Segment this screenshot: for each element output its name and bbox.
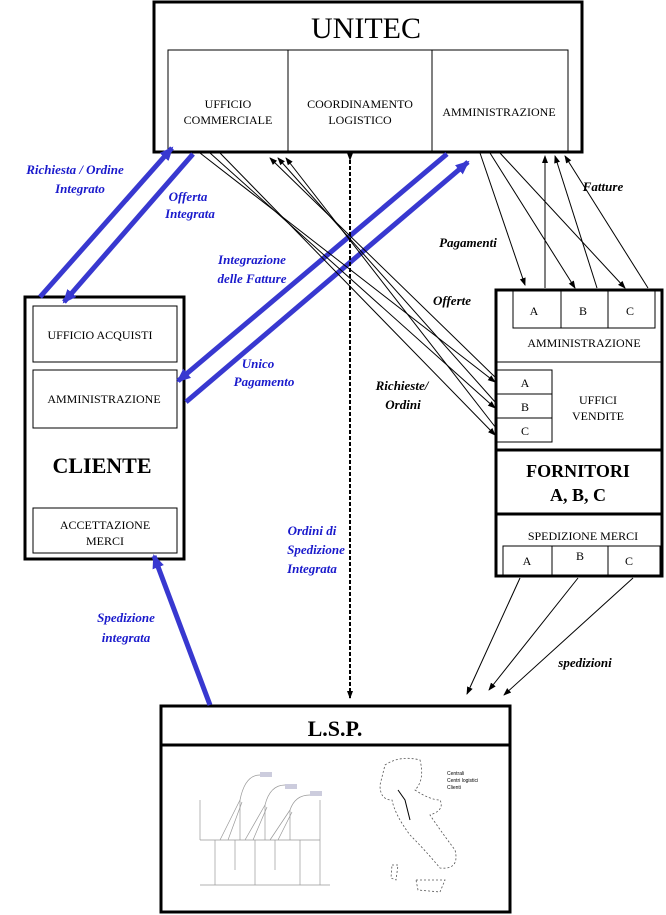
spedizione-integrata-arrow (151, 554, 213, 706)
unico-pagamento-arrow (184, 160, 470, 404)
spedizioni-label: spedizioni (557, 655, 612, 670)
unitec-box: UNITEC UFFICIO COMMERCIALE COORDINAMENTO… (152, 0, 584, 154)
unico-label: Unico (242, 356, 275, 371)
uffici-vendite-label-2: VENDITE (572, 409, 624, 423)
unitec-logistico-label-2: LOGISTICO (328, 113, 392, 127)
offerta-label-2: Integrata (164, 206, 215, 221)
richiesta-label: Richiesta / Ordine (25, 162, 124, 177)
map-legend-2: Clienti (447, 785, 461, 791)
richieste-label: Richieste/ (375, 378, 430, 393)
spedizione-merci-label: SPEDIZIONE MERCI (528, 529, 638, 543)
spedizione-label-2: integrata (102, 630, 151, 645)
cliente-amministrazione-label: AMMINISTRAZIONE (47, 392, 160, 406)
map-legend-1: Centri logistici (447, 778, 478, 784)
cliente-accettazione-label: ACCETTAZIONE (60, 518, 150, 532)
richieste-label-2: Ordini (385, 397, 421, 412)
cliente-box: UFFICIO ACQUISTI AMMINISTRAZIONE CLIENTE… (23, 295, 186, 561)
ordini-label-3: Integrata (286, 561, 337, 576)
unico-label-2: Pagamento (234, 374, 295, 389)
sales-cell-c: C (521, 424, 529, 438)
lsp-box: L.S.P. Centrali Centri logistici Clienti (159, 704, 512, 914)
fatture-label: Fatture (582, 179, 624, 194)
cliente-acquisti-label: UFFICIO ACQUISTI (47, 328, 152, 342)
richiesta-arrow (38, 146, 174, 299)
offerta-arrow (62, 152, 195, 304)
ship-cell-c: C (625, 554, 633, 568)
sales-cell-a: A (521, 376, 530, 390)
offerte-label: Offerte (433, 293, 471, 308)
thin-arrows (199, 152, 649, 696)
fornitori-admin-label: AMMINISTRAZIONE (527, 336, 640, 350)
lsp-title: L.S.P. (308, 716, 363, 741)
admin-cell-a: A (530, 304, 539, 318)
richiesta-label-2: Integrato (54, 181, 105, 196)
italy-map-sketch: Centrali Centri logistici Clienti (379, 757, 478, 893)
sales-cell-b: B (521, 400, 529, 414)
unitec-title: UNITEC (311, 12, 421, 45)
unitec-commerciale-label: UFFICIO (205, 97, 252, 111)
warehouse-sketch (199, 772, 330, 886)
integrazione-label: Integrazione (217, 252, 286, 267)
unitec-commerciale-label-2: COMMERCIALE (184, 113, 273, 127)
unitec-logistico-label: COORDINAMENTO (307, 97, 413, 111)
fornitori-box: A B C AMMINISTRAZIONE A B C UFFICI VENDI… (494, 288, 664, 578)
map-legend-0: Centrali (447, 771, 464, 777)
unitec-amministrazione-label: AMMINISTRAZIONE (442, 105, 555, 119)
cliente-title: CLIENTE (52, 453, 151, 478)
ordini-label: Ordini di (288, 523, 337, 538)
spedizione-label: Spedizione (97, 610, 155, 625)
fornitori-title-2: A, B, C (550, 485, 606, 505)
ship-cell-b: B (576, 549, 584, 563)
admin-cell-c: C (626, 304, 634, 318)
ship-cell-a: A (523, 554, 532, 568)
admin-cell-b: B (579, 304, 587, 318)
cliente-accettazione-label-2: MERCI (86, 534, 124, 548)
uffici-vendite-label: UFFICI (579, 393, 617, 407)
pagamenti-label: Pagamenti (439, 235, 497, 250)
integrazione-fatture-arrow (176, 152, 449, 383)
fornitori-title: FORNITORI (526, 461, 630, 481)
offerta-label: Offerta (169, 189, 208, 204)
ordini-label-2: Spedizione (287, 542, 345, 557)
integrazione-label-2: delle Fatture (218, 271, 287, 286)
